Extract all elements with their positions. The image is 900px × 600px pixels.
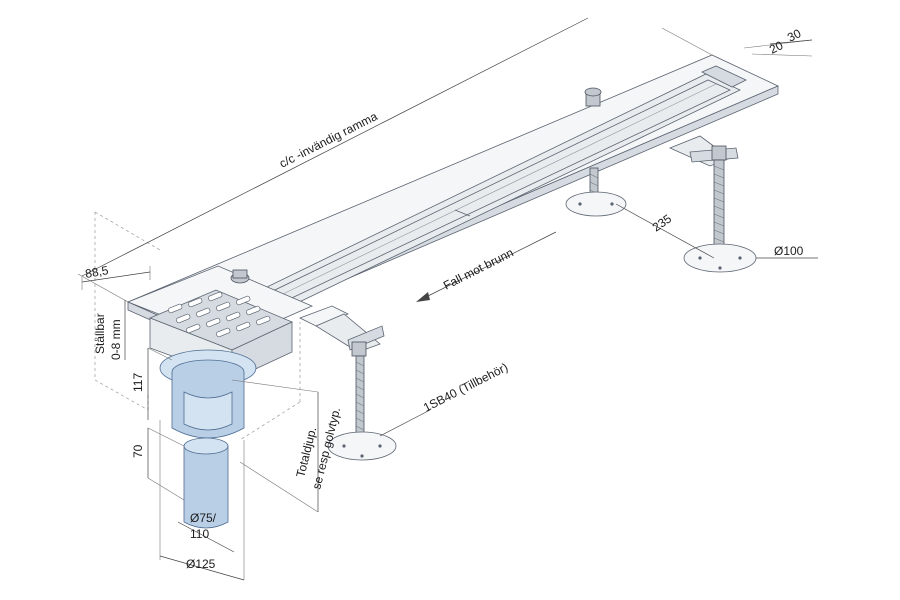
dim-75: Ø75/ [190, 511, 217, 525]
dimension-lines [77, 17, 818, 581]
dim-20: 20 [767, 38, 786, 57]
label-cc-frame: c/c -invändig ramma [277, 109, 380, 171]
bolt-near-drain [230, 269, 250, 284]
dim-117: 117 [131, 373, 145, 392]
dim-100: Ø100 [774, 244, 804, 258]
dim-88: 88,5 [84, 263, 110, 281]
leg-far [668, 135, 757, 273]
label-adjustable-2: 0-8 mm [109, 319, 123, 360]
leg-middle [565, 87, 627, 217]
leg-1SB40 [315, 313, 397, 461]
label-accessory: 1SB40 (Tillbehör) [421, 360, 510, 415]
drain-outlet [159, 349, 257, 529]
dim-125: Ø125 [186, 557, 216, 571]
dim-235: 235 [650, 211, 675, 234]
label-slope: Fall mot brunn [441, 245, 516, 292]
label-adjustable-1: Ställbar [93, 313, 107, 354]
channel-frame [126, 54, 779, 343]
dim-70: 70 [131, 444, 145, 458]
dim-110: 110 [190, 527, 209, 541]
dim-30: 30 [785, 26, 804, 45]
drain-grate [168, 291, 271, 338]
